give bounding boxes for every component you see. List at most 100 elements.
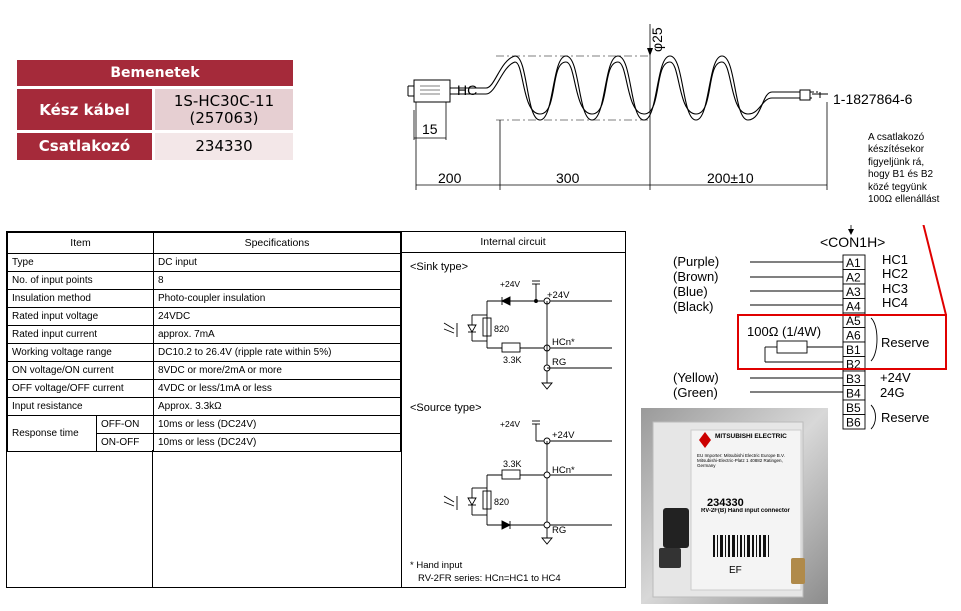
reserve-2: Reserve bbox=[881, 410, 929, 425]
spec-value: 24VDC bbox=[153, 307, 401, 326]
signal-24g: 24G bbox=[880, 385, 905, 400]
wire-blue: (Blue) bbox=[673, 284, 708, 299]
source-title: <Source type> bbox=[410, 402, 482, 414]
source-hcn: HCn* bbox=[552, 465, 575, 476]
photo-importer: EU Importer: Mitsubishi Electric Europe … bbox=[697, 453, 785, 468]
cable-drawing: HC φ25 1-1827864-6 15 200 300 200±10 bbox=[407, 24, 913, 190]
connector-title: <CON1H> bbox=[820, 234, 885, 250]
dim-300: 300 bbox=[556, 170, 580, 186]
spec-value: 4VDC or less/1mA or less bbox=[153, 379, 401, 398]
sink-24v-sym: +24V bbox=[500, 279, 520, 289]
photo-part: 234330 bbox=[707, 497, 744, 509]
connector-photo: MITSUBISHI ELECTRIC EU Importer: Mitsubi… bbox=[641, 408, 828, 604]
photo-desc: RV-2F(B) Hand input connector bbox=[701, 508, 790, 514]
spec-value: 8 bbox=[153, 271, 401, 290]
sink-3.3k: 3.3K bbox=[503, 355, 522, 365]
cable-part-number: 1-1827864-6 bbox=[833, 91, 913, 107]
cable-connector-shape bbox=[413, 79, 451, 103]
spec-item: Type bbox=[7, 253, 154, 272]
onoff-label: ON-OFF bbox=[96, 433, 154, 452]
pin-label: A1 bbox=[846, 256, 861, 270]
spec-item: Insulation method bbox=[7, 289, 154, 308]
footnote-1: * Hand input bbox=[410, 560, 463, 571]
pin-label: B6 bbox=[846, 416, 861, 430]
spec-value: Photo-coupler insulation bbox=[153, 289, 401, 308]
cable-diameter-label: φ25 bbox=[649, 27, 665, 52]
resistor-label: 100Ω (1/4W) bbox=[747, 324, 821, 339]
photo-code: EF bbox=[729, 565, 742, 576]
pin-label: B3 bbox=[846, 372, 861, 386]
spec-item: Working voltage range bbox=[7, 343, 154, 362]
wire-brown: (Brown) bbox=[673, 269, 719, 284]
spec-col-spec: Specifications bbox=[153, 232, 401, 254]
pin-label: B4 bbox=[846, 387, 861, 401]
spec-value: approx. 7mA bbox=[153, 325, 401, 344]
spec-item: No. of input points bbox=[7, 271, 154, 290]
ready-cable-value-line1: 1S-HC30C-11 bbox=[173, 91, 275, 110]
source-rg: RG bbox=[552, 525, 566, 536]
spec-value: DC10.2 to 26.4V (ripple rate within 5%) bbox=[153, 343, 401, 362]
pin-label: A2 bbox=[846, 271, 861, 285]
inputs-table-header: Bemenetek bbox=[17, 60, 293, 88]
sink-24v: +24V bbox=[547, 290, 570, 301]
internal-circuit: <Sink type> <Source type> +24V +24V 820 bbox=[410, 261, 612, 584]
dim-200: 200 bbox=[438, 170, 462, 186]
wire-black: (Black) bbox=[673, 299, 713, 314]
pin-label: A4 bbox=[846, 300, 861, 314]
spec-value: DC input bbox=[153, 253, 401, 272]
source-820: 820 bbox=[494, 497, 509, 507]
offon-spec: 10ms or less (DC24V) bbox=[153, 415, 401, 434]
pin-label: A3 bbox=[846, 285, 861, 299]
signal-24v: +24V bbox=[880, 370, 911, 385]
pin-label: B1 bbox=[846, 343, 861, 357]
ready-cable-value: 1S-HC30C-11 (257063) bbox=[152, 86, 293, 132]
pin-box bbox=[842, 414, 866, 430]
reserve-1: Reserve bbox=[881, 335, 929, 350]
signal-hc4: HC4 bbox=[882, 295, 908, 310]
sink-title: <Sink type> bbox=[410, 261, 468, 273]
cable-hc-label: HC bbox=[457, 82, 477, 98]
connector-label: Csatlakozó bbox=[17, 130, 154, 160]
signal-hc2: HC2 bbox=[882, 266, 908, 281]
connector-value: 234330 bbox=[152, 130, 293, 160]
cable-coil bbox=[485, 55, 820, 121]
source-24v: +24V bbox=[552, 430, 575, 441]
spec-value: Approx. 3.3kΩ bbox=[153, 397, 401, 416]
photo-brand: MITSUBISHI ELECTRIC bbox=[715, 433, 787, 440]
dim-15: 15 bbox=[422, 121, 438, 137]
signal-hc3: HC3 bbox=[882, 281, 908, 296]
offon-label: OFF-ON bbox=[96, 415, 154, 434]
spec-item: OFF voltage/OFF current bbox=[7, 379, 154, 398]
wire-green: (Green) bbox=[673, 385, 718, 400]
source-24v-sym: +24V bbox=[500, 419, 520, 429]
pin-label: A6 bbox=[846, 329, 861, 343]
spec-col-item: Item bbox=[7, 232, 154, 254]
inputs-table: Bemenetek Kész kábel 1S-HC30C-11 (257063… bbox=[17, 60, 293, 160]
source-3.3k: 3.3K bbox=[503, 459, 522, 469]
spec-item: Rated input current bbox=[7, 325, 154, 344]
sink-hcn: HCn* bbox=[552, 337, 575, 348]
onoff-spec: 10ms or less (DC24V) bbox=[153, 433, 401, 452]
sink-rg: RG bbox=[552, 357, 566, 368]
pin-label: B5 bbox=[846, 401, 861, 415]
signal-hc1: HC1 bbox=[882, 252, 908, 267]
footnote-2: RV-2FR series: HCn=HC1 to HC4 bbox=[418, 573, 561, 584]
spec-item: Rated input voltage bbox=[7, 307, 154, 326]
sink-820: 820 bbox=[494, 324, 509, 334]
ready-cable-label: Kész kábel bbox=[17, 86, 154, 132]
pin-label: A5 bbox=[846, 314, 861, 328]
ready-cable-value-line2: (257063) bbox=[189, 108, 259, 127]
spec-col-circuit: Internal circuit bbox=[401, 232, 625, 253]
spec-item: Input resistance bbox=[7, 397, 154, 416]
dim-200pm: 200±10 bbox=[707, 170, 754, 186]
resistor-highlight bbox=[737, 314, 947, 370]
wire-yellow: (Yellow) bbox=[673, 370, 719, 385]
resistor-note: A csatlakozó készítésekor figyeljünk rá,… bbox=[868, 132, 940, 206]
spec-value: 8VDC or more/2mA or more bbox=[153, 361, 401, 380]
wire-purple: (Purple) bbox=[673, 254, 719, 269]
spec-item: ON voltage/ON current bbox=[7, 361, 154, 380]
